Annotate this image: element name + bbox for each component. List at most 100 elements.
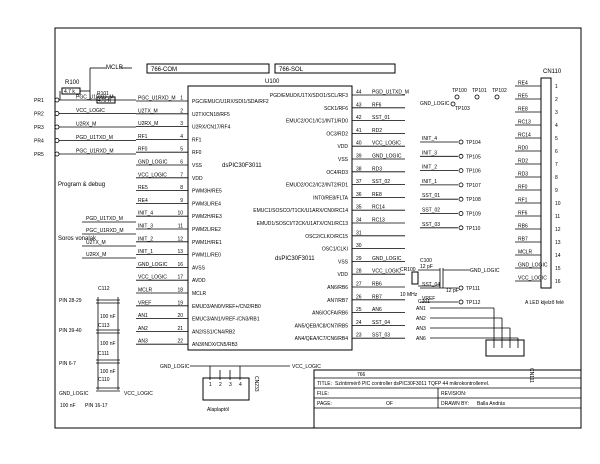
right-pin-number: 34 [356, 218, 362, 224]
left-pin-function: EMUD3/AN0/VREF+/CN2/RB0 [192, 304, 261, 310]
r101-value: 470 R [98, 98, 112, 104]
tp-circle [458, 168, 464, 174]
cn110-pin-number: 8 [555, 175, 558, 181]
cn233-title: Alaplaptól [207, 407, 229, 413]
tp-label: TP111 [466, 286, 480, 292]
tp-net-label: SST_01 [422, 193, 440, 199]
tp-gnd-label: GND_LOGIC [420, 101, 450, 107]
com-net-box [146, 63, 270, 74]
left-pin-net: U2TX_M [138, 108, 158, 114]
right-pin-net: RC13 [372, 218, 385, 224]
right-pin-number: 31 [356, 230, 362, 236]
right-pin-number: 24 [356, 320, 362, 326]
right-pin-net: SST_04 [372, 320, 390, 326]
cn233-section: GND_LOGIC VCC_LOGIC CN233 1 2 3 4 Alapla… [160, 364, 321, 413]
pr-port-net: PGD_U1TXD_M [76, 135, 113, 141]
left-pin-number: 16 [177, 262, 183, 268]
right-pin-number: 39 [356, 154, 362, 160]
cn110-pin-number: 2 [555, 97, 558, 103]
cn233-pin-4: 4 [239, 382, 242, 388]
tp-net-label: VREF [422, 296, 435, 302]
left-pin-net: RE5 [138, 185, 148, 191]
cn110-net: GND_LOGIC [518, 263, 548, 269]
left-pin-function: VSS [192, 163, 203, 169]
right-pin-number: 37 [356, 179, 362, 185]
program-debug-label: Program & debug [58, 182, 105, 188]
left-pin-function: RF1 [192, 137, 202, 143]
tp102-label: TP102 [492, 88, 507, 94]
pin-2829-label: PIN 28-29 [59, 298, 82, 304]
right-pin-function: AN6/RB6 [327, 285, 348, 291]
left-pin-net: GND_LOGIC [138, 160, 168, 166]
right-pin-function: PGD/EMUD/U1TX/SDO1/SCL/RF3 [270, 93, 348, 99]
left-pin-function: VDD [192, 176, 203, 182]
pr-port-net: PGC_U1RXD_M [76, 95, 114, 101]
cn110-net: RF6 [518, 211, 528, 217]
right-pin-net: SST_02 [372, 179, 390, 185]
cn110-pin-number: 4 [555, 123, 558, 129]
pr-port-group: PR1PGC_U1RXD_MPR2VCC_LOGICPR3U2RX_MPR4PG… [34, 95, 136, 158]
tp-circle [458, 182, 464, 188]
cap-bank: PIN 28-29 C112 100 nF C113 PIN 39-40 100… [59, 286, 153, 409]
right-pin-net: RB7 [372, 294, 382, 300]
left-pin-number: 21 [177, 326, 183, 332]
tp-circle [458, 153, 464, 159]
cn110-pin-number: 13 [555, 240, 561, 246]
tp103-label: TP103 [455, 106, 470, 112]
left-pin-group: 1PGC/EMUC/U1RX/SDI1/SDA/RF2PGC_U1RXD_M2U… [136, 96, 269, 348]
right-pin-net: VCC_LOGIC [372, 269, 401, 275]
left-pin-number: 18 [177, 288, 183, 294]
left-pin-function: PWM1H/RE1 [192, 240, 222, 246]
serial-net-label: U2RX_M [86, 252, 106, 258]
cn110-pin-number: 5 [555, 136, 558, 142]
right-pin-function: EMUC1/SOSCO/T1CK/U1ARX/CN0/RC14 [253, 208, 348, 214]
title-text: Színtirmérő PIC controller dsPIC30F3011 … [335, 381, 489, 387]
right-pin-net: RB6 [372, 282, 382, 288]
cn110-net: RE4 [518, 81, 528, 87]
tp-net-label: INIT_2 [422, 165, 437, 171]
title-block: 766 TITLE: Színtirmérő PIC controller ds… [313, 369, 582, 429]
title-label: TITLE: [317, 381, 332, 387]
right-pin-number: 27 [356, 282, 362, 288]
c112-value: 100 nF [100, 314, 116, 320]
r100-label: R100 [65, 80, 80, 86]
right-pin-function: OSC1/CLKI [322, 247, 348, 253]
right-pin-number: 28 [356, 269, 362, 275]
right-pin-function: EMUD2/OC2/IC2/INT2/RD1 [286, 183, 348, 189]
right-pin-net: SST_01 [372, 115, 390, 121]
pr-port-label: PR5 [34, 152, 44, 158]
right-pin-net: AN6 [372, 307, 382, 313]
tp101-label: TP101 [472, 88, 487, 94]
cr100-label: CR100 [400, 267, 416, 273]
right-pin-function: OC3/RD2 [326, 131, 348, 137]
left-pin-number: 6 [180, 160, 183, 166]
right-pin-net: GND_LOGIC [372, 256, 402, 262]
left-pin-function: EMUC3/AN1/VREF-/CN3/RB1 [192, 317, 260, 323]
cn110-net: MCLR [518, 250, 533, 256]
tp-circle [458, 225, 464, 231]
left-pin-number: 20 [177, 313, 183, 319]
cn110-net: RB7 [518, 237, 528, 243]
left-pin-net: INIT_1 [138, 249, 153, 255]
tp-label: TP110 [466, 226, 481, 232]
tp-net-label: SST_02 [422, 208, 440, 214]
cn110-net: RD3 [518, 172, 528, 178]
serial-net-label: PGC_U1RXD_M [86, 228, 124, 234]
cn111-net-1: AN2 [416, 316, 426, 322]
left-pin-net: GND_LOGIC [138, 262, 168, 268]
pr-port-label: PR1 [34, 98, 44, 104]
right-pin-net: RD3 [372, 166, 382, 172]
right-pin-net: SST_03 [372, 333, 390, 339]
tp-label: TP112 [466, 300, 481, 306]
c111-value: 100 nF [100, 369, 116, 375]
soros-label: Soros vonalak [58, 236, 97, 242]
c100-label: C100 [420, 258, 432, 264]
left-pin-net: AN2 [138, 326, 148, 332]
left-pin-function: MCLR [192, 291, 207, 297]
right-pin-net: RD2 [372, 128, 382, 134]
cn110-net: RD2 [518, 159, 528, 165]
left-pin-function: AN3/INDX/CN5/RB3 [192, 342, 238, 348]
tp-label: TP109 [466, 212, 481, 218]
tp-circle [458, 299, 464, 305]
tp-label: TP108 [466, 197, 481, 203]
